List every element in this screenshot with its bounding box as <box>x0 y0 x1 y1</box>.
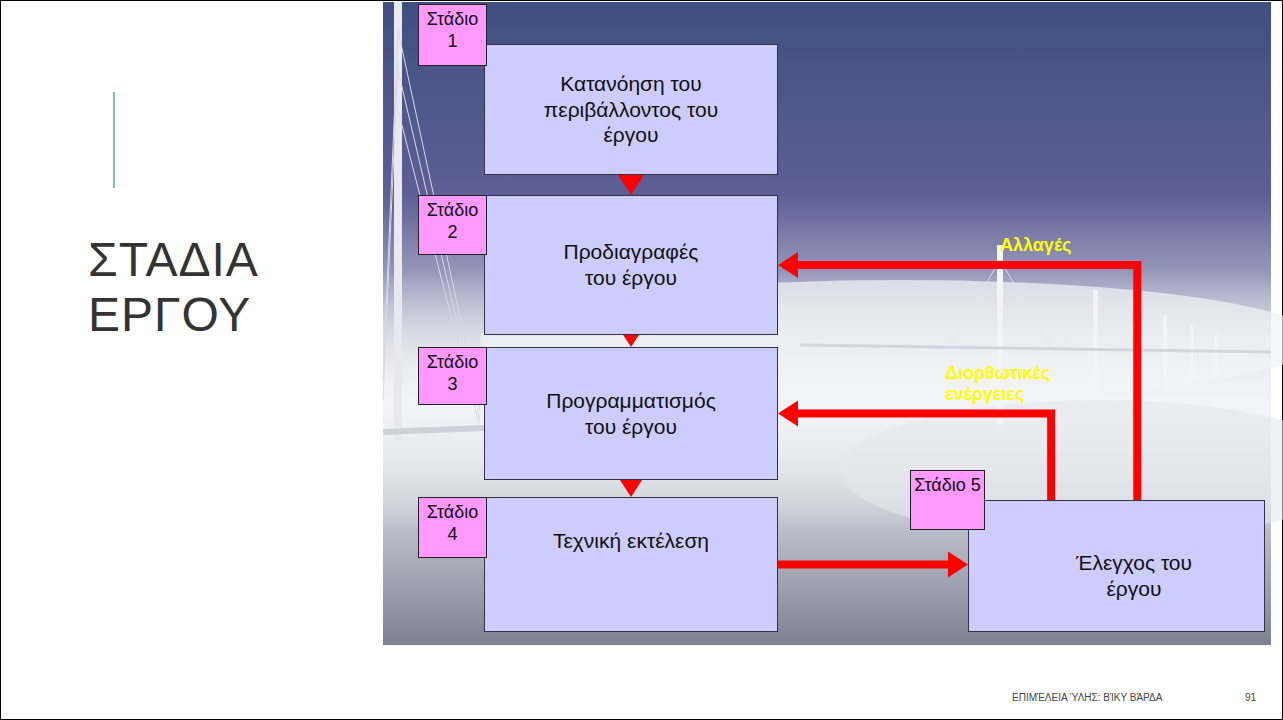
stage-text: Προδιαγραφές του έργου <box>556 239 706 290</box>
stage-tag: Στάδιο 4 <box>418 497 487 558</box>
stage-tag: Στάδιο 2 <box>418 195 487 255</box>
stage-text: Κατανόηση του περιβάλλοντος του έργου <box>520 71 742 148</box>
process-box: Στάδιο 2Προδιαγραφές του έργου <box>484 195 778 335</box>
flow-arrow <box>618 477 644 497</box>
stage-text: Προγραμματισμός του έργου <box>542 388 720 439</box>
bridge-photo <box>383 2 1283 645</box>
flow-arrow <box>618 175 644 195</box>
stage-tag: Στάδιο 3 <box>418 347 487 405</box>
process-box: Στάδιο 3Προγραμματισμός του έργου <box>484 347 778 480</box>
arrow-label: Αλλαγές <box>1000 235 1071 256</box>
stage-text: Έλεγχος του έργου <box>1069 550 1199 601</box>
footer-credit: ΕΠΙΜΈΛΕΙΑ ΎΛΗΣ: ΒΊΚΥ ΒΆΡΔΑ <box>1012 692 1162 703</box>
process-box: Στάδιο 5Έλεγχος του έργου <box>968 500 1265 632</box>
stage-tag: Στάδιο 1 <box>418 4 487 66</box>
process-box: Στάδιο 4Τεχνική εκτέλεση <box>484 497 778 632</box>
stage-text: Τεχνική εκτέλεση <box>553 528 709 554</box>
page-number: 91 <box>1245 692 1256 703</box>
arrow-label: Διορθωτικές ενέργειες <box>945 363 1070 404</box>
flow-arrow <box>778 552 968 578</box>
slide-title: ΣΤΑΔΙΑ ΕΡΓΟΥ <box>88 232 348 342</box>
accent-line <box>113 92 115 188</box>
flow-arrow <box>778 252 1137 500</box>
stage-tag: Στάδιο 5 <box>910 470 985 530</box>
process-box: Στάδιο 1Κατανόηση του περιβάλλοντος του … <box>484 44 778 175</box>
